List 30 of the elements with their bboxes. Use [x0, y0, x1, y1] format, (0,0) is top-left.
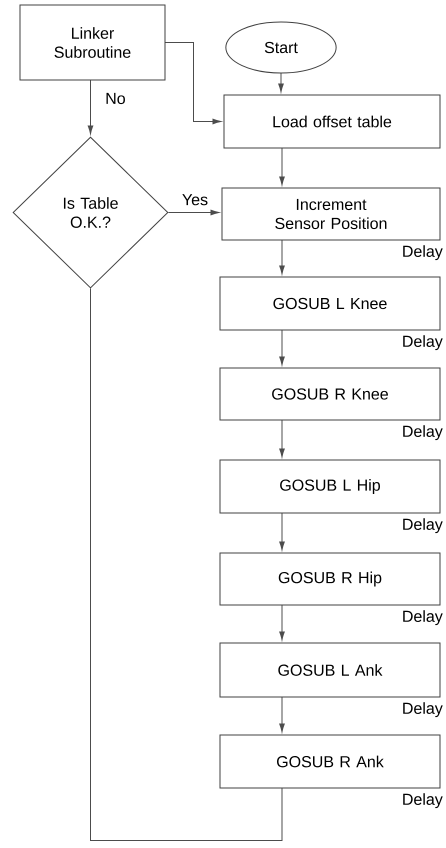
process-box: GOSUB R Knee — [220, 368, 440, 420]
process-box: Load offset table — [224, 94, 440, 148]
process-box: Increment Sensor Position — [222, 188, 440, 240]
edge-label: No — [104, 92, 127, 106]
arrow — [279, 240, 285, 274]
delay-label: Delay — [403, 610, 443, 626]
delay-label: Delay — [403, 793, 443, 808]
start-oval: Start — [225, 22, 337, 74]
process-box: GOSUB L Ank — [220, 642, 440, 698]
arrow — [168, 210, 220, 216]
delay-label: Delay — [403, 518, 443, 534]
process-box: GOSUB L Knee — [220, 276, 440, 330]
delay-label: Delay — [403, 335, 443, 350]
process-box: GOSUB L Hip — [220, 460, 440, 514]
arrow — [88, 80, 94, 134]
arrow — [279, 330, 285, 366]
process-box: Linker Subroutine — [20, 4, 166, 80]
arrow — [279, 605, 285, 640]
process-box: GOSUB R Ank — [220, 734, 440, 788]
delay-label: Delay — [403, 245, 443, 260]
arrow — [279, 513, 285, 550]
arrow — [279, 420, 285, 458]
arrow — [165, 42, 222, 124]
delay-label: Delay — [403, 702, 443, 718]
process-box: GOSUB R Hip — [220, 552, 440, 606]
arrow — [279, 697, 285, 732]
edge-label: Yes — [180, 193, 210, 206]
arrow — [278, 73, 284, 92]
arrow — [279, 148, 285, 186]
delay-label: Delay — [403, 425, 443, 440]
